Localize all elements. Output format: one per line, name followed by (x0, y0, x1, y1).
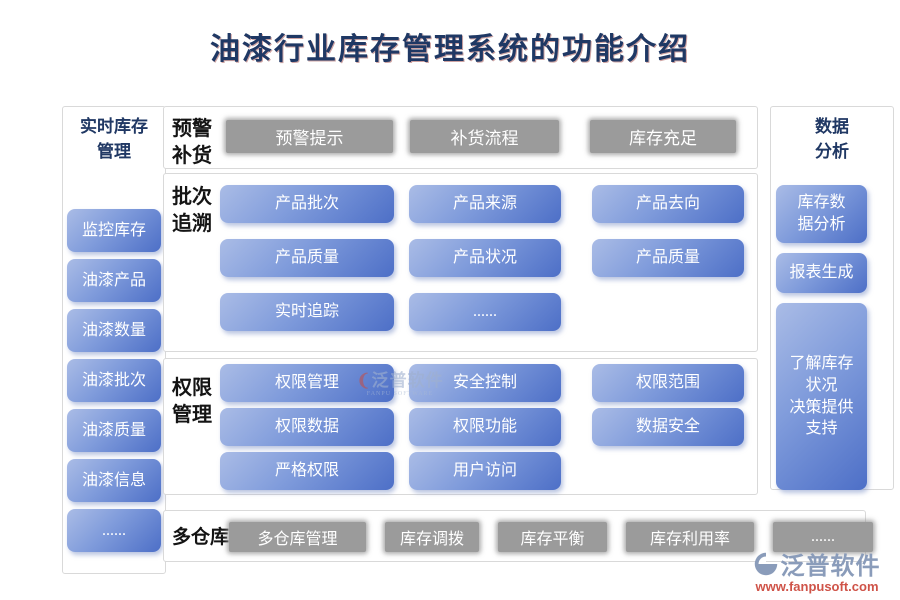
perm-btn-security-control[interactable]: 安全控制 (409, 364, 561, 402)
realtime-inventory-header: 实时库存 管理 (80, 117, 148, 161)
wh-btn-stock-transfer[interactable]: 库存调拨 (385, 522, 479, 552)
batch-btn-product-batch[interactable]: 产品批次 (220, 185, 394, 223)
wh-btn-more[interactable]: ...... (773, 522, 873, 552)
perm-btn-permission-function[interactable]: 权限功能 (409, 408, 561, 446)
batch-btn-more[interactable]: ...... (409, 293, 561, 331)
section-batch-trace: 批次 追溯 产品批次 产品来源 产品去向 产品质量 产品状况 产品质量 实时追踪… (163, 173, 758, 352)
batch-trace-label: 批次 追溯 (172, 186, 212, 235)
fanpu-logo-url: www.fanpusoft.com (755, 579, 879, 594)
realtime-item-product[interactable]: 油漆产品 (67, 259, 161, 302)
multi-warehouse-buttons: 多仓库管理 库存调拨 库存平衡 库存利用率 ...... (229, 522, 873, 552)
fanpu-logo: 泛普软件 www.fanpusoft.com (742, 546, 892, 594)
batch-btn-product-quality[interactable]: 产品质量 (220, 239, 394, 277)
section-permission: 权限 管理 权限管理 安全控制 权限范围 权限数据 权限功能 数据安全 严格权限… (163, 358, 758, 495)
data-analysis-list: 库存数 据分析 报表生成 了解库存 状况 决策提供 支持 (776, 185, 867, 490)
realtime-item-more[interactable]: ...... (67, 509, 161, 552)
fanpu-logo-icon (754, 552, 777, 575)
realtime-item-info[interactable]: 油漆信息 (67, 459, 161, 502)
perm-btn-permission-mgmt[interactable]: 权限管理 (220, 364, 394, 402)
perm-btn-permission-data[interactable]: 权限数据 (220, 408, 394, 446)
panel-realtime-inventory: 实时库存 管理 监控库存 油漆产品 油漆数量 油漆批次 油漆质量 油漆信息 ..… (62, 106, 166, 574)
data-analysis-header: 数据 分析 (815, 117, 849, 161)
realtime-inventory-list: 监控库存 油漆产品 油漆数量 油漆批次 油漆质量 油漆信息 ...... (67, 209, 161, 552)
realtime-item-batch[interactable]: 油漆批次 (67, 359, 161, 402)
multi-warehouse-label: 多仓库 (172, 527, 230, 548)
alert-btn-replenish-flow[interactable]: 补货流程 (410, 120, 559, 153)
realtime-item-monitor[interactable]: 监控库存 (67, 209, 161, 252)
batch-btn-product-status[interactable]: 产品状况 (409, 239, 561, 277)
realtime-item-quality[interactable]: 油漆质量 (67, 409, 161, 452)
realtime-item-quantity[interactable]: 油漆数量 (67, 309, 161, 352)
perm-btn-data-security[interactable]: 数据安全 (592, 408, 744, 446)
permission-label: 权限 管理 (172, 377, 212, 426)
batch-btn-product-destination[interactable]: 产品去向 (592, 185, 744, 223)
analysis-item-inventory-data[interactable]: 库存数 据分析 (776, 185, 867, 243)
alert-btn-warning-tip[interactable]: 预警提示 (226, 120, 393, 153)
section-alert-replenish: 预警 补货 预警提示 补货流程 库存充足 (163, 106, 758, 169)
alert-replenish-label: 预警 补货 (172, 118, 212, 167)
fanpu-logo-text: 泛普软件 (780, 554, 881, 580)
batch-btn-product-source[interactable]: 产品来源 (409, 185, 561, 223)
perm-btn-strict-permission[interactable]: 严格权限 (220, 452, 394, 490)
analysis-item-decision-support[interactable]: 了解库存 状况 决策提供 支持 (776, 303, 867, 490)
wh-btn-stock-balance[interactable]: 库存平衡 (498, 522, 607, 552)
alert-btn-stock-sufficient[interactable]: 库存充足 (590, 120, 736, 153)
page-title: 油漆行业库存管理系统的功能介绍 (210, 33, 690, 66)
analysis-item-report-generate[interactable]: 报表生成 (776, 253, 867, 293)
section-multi-warehouse: 多仓库 多仓库管理 库存调拨 库存平衡 库存利用率 ...... (163, 510, 873, 562)
panel-data-analysis: 数据 分析 库存数 据分析 报表生成 了解库存 状况 决策提供 支持 (770, 106, 894, 490)
batch-trace-grid: 产品批次 产品来源 产品去向 产品质量 产品状况 产品质量 实时追踪 .....… (220, 185, 744, 331)
wh-btn-multi-warehouse-mgmt[interactable]: 多仓库管理 (229, 522, 366, 552)
wh-btn-stock-utilization[interactable]: 库存利用率 (626, 522, 754, 552)
perm-btn-permission-scope[interactable]: 权限范围 (592, 364, 744, 402)
batch-btn-realtime-track[interactable]: 实时追踪 (220, 293, 394, 331)
alert-replenish-buttons: 预警提示 补货流程 库存充足 (226, 120, 900, 153)
batch-btn-product-quality-2[interactable]: 产品质量 (592, 239, 744, 277)
permission-grid: 权限管理 安全控制 权限范围 权限数据 权限功能 数据安全 严格权限 用户访问 (220, 364, 744, 490)
perm-btn-user-access[interactable]: 用户访问 (409, 452, 561, 490)
